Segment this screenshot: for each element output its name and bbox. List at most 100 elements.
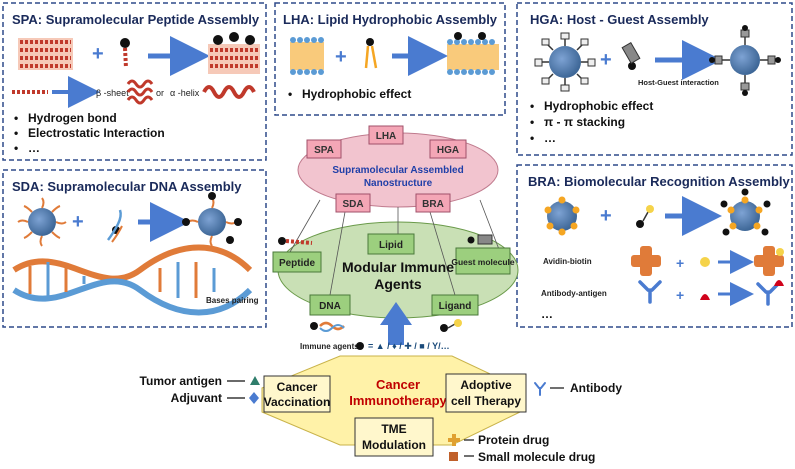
peptide-chain-icon xyxy=(278,237,313,245)
dna-nanoparticle-icon xyxy=(17,197,67,247)
protein-drug-icon xyxy=(448,434,460,446)
alpha-helix-label: α -helix xyxy=(170,88,200,98)
module-ligand-label: Ligand xyxy=(439,301,472,312)
recognition-assembly-icon xyxy=(720,188,771,236)
guest-molecule-icon xyxy=(621,42,641,70)
or-label: or xyxy=(156,88,164,98)
hga-bullet-text: π - π stacking xyxy=(544,115,625,129)
module-dna-label: DNA xyxy=(319,301,341,312)
tag-bra xyxy=(415,193,451,213)
center-diagram: LHA SPA HGA Supramolecular Assembled Nan… xyxy=(272,125,519,351)
avidin-biotin-label: Avidin-biotin xyxy=(543,257,592,266)
immune-agents-eq: = ▲ / ♦ / ✚ / ■ / Y/… xyxy=(368,341,450,351)
hga-title: HGA: Host - Guest Assembly xyxy=(530,12,709,27)
module-guest-molecule-label: Guest molecule xyxy=(451,257,515,267)
spa-bullet-text: Electrostatic Interaction xyxy=(28,126,165,140)
up-arrow-icon xyxy=(380,302,412,345)
small-molecule-drug-icon xyxy=(449,452,458,461)
modular-agents-line1: Modular Immune xyxy=(342,259,454,275)
modular-agents-line2: Agents xyxy=(374,276,422,292)
plus-icon: + xyxy=(72,211,84,233)
center-label-line2: Immunotherapy xyxy=(349,393,447,408)
tag-hga-label: HGA xyxy=(437,145,459,156)
small-molecule-drug-label: Small molecule drug xyxy=(478,450,595,464)
tag-hga xyxy=(429,139,467,159)
hga-bullet: • xyxy=(530,99,534,113)
spa-bullet: • xyxy=(14,111,18,125)
antibody-antigen-label: Antibody-antigen xyxy=(541,289,607,298)
alpha-helix-icon xyxy=(202,85,256,99)
avidin-biotin-complex-icon xyxy=(754,246,784,276)
bases-pairing-label: Bases pairing xyxy=(206,296,259,305)
spa-bullet: • xyxy=(14,141,18,155)
plus-icon: + xyxy=(676,287,684,303)
adoptive-therapy-box xyxy=(445,373,527,413)
module-lipid-label: Lipid xyxy=(379,240,403,251)
sda-title: SDA: Supramolecular DNA Assembly xyxy=(12,179,242,194)
adjuvant-icon xyxy=(249,392,259,404)
tag-bra-label: BRA xyxy=(422,199,444,210)
bra-title: BRA: Biomolecular Recognition Assembly xyxy=(528,174,790,189)
host-nanoparticle-icon xyxy=(534,32,596,92)
antibody-antigen-complex-icon xyxy=(756,280,784,306)
cancer-vaccination-box xyxy=(263,375,331,413)
lipid-bilayer-icon xyxy=(290,37,324,75)
module-peptide-label: Peptide xyxy=(279,258,316,269)
host-guest-interaction-label: Host-Guest interaction xyxy=(638,78,719,87)
lha-bullet: • xyxy=(288,87,292,101)
center-label-line1: Cancer xyxy=(376,377,420,392)
sda-panel: SDA: Supramolecular DNA Assembly + xyxy=(2,169,267,328)
avidin-icon xyxy=(631,246,661,276)
peptide-block-icon xyxy=(18,38,73,70)
agent-dot-icon xyxy=(356,342,364,350)
tumor-antigen-label: Tumor antigen xyxy=(140,374,222,388)
antibody-icon xyxy=(638,280,662,304)
dna-double-helix-icon xyxy=(12,244,253,316)
lha-bullet-text: Hydrophobic effect xyxy=(302,87,411,101)
plus-icon: + xyxy=(600,205,612,227)
recognition-nanoparticle-icon xyxy=(544,196,580,236)
module-dna xyxy=(309,294,351,316)
beta-sheet-label: β -sheet xyxy=(96,88,129,98)
biotin-icon xyxy=(700,257,710,267)
guest-molecule-icon xyxy=(467,234,493,245)
adoptive-line2: cell Therapy xyxy=(451,394,521,408)
antigen-icon xyxy=(700,294,710,300)
adoptive-line1: Adoptive xyxy=(460,378,512,392)
nanostructure-label-line2: Nanostructure xyxy=(364,178,433,189)
module-ligand xyxy=(431,294,479,316)
protein-drug-label: Protein drug xyxy=(478,433,549,447)
dna-strand-icon xyxy=(106,209,123,243)
spa-panel: SPA: Supramolecular Peptide Assembly + xyxy=(2,2,267,161)
module-guest-molecule xyxy=(455,247,511,275)
plus-icon: + xyxy=(335,46,347,68)
tag-sda xyxy=(335,193,371,213)
hga-bullet: • xyxy=(530,115,534,129)
spa-bullet: • xyxy=(14,126,18,140)
tme-modulation-box xyxy=(354,417,434,457)
antibody-icon xyxy=(534,382,546,396)
tag-spa xyxy=(306,139,342,159)
tme-line1: TME xyxy=(381,422,406,436)
plus-icon: + xyxy=(92,43,104,65)
dna-assembly-icon xyxy=(182,192,242,247)
tag-sda-label: SDA xyxy=(342,199,363,210)
lha-panel: LHA: Lipid Hydrophobic Assembly + • Hydr… xyxy=(274,2,506,116)
ligand-agent-icon xyxy=(440,319,462,332)
module-lipid xyxy=(367,233,415,255)
plus-icon: + xyxy=(600,49,612,71)
lha-title: LHA: Lipid Hydrophobic Assembly xyxy=(283,12,498,27)
peptide-molecule-icon xyxy=(120,38,130,69)
hga-panel: HGA: Host - Guest Assembly + Host-Guest … xyxy=(516,2,793,156)
tag-spa-label: SPA xyxy=(314,145,334,156)
host-guest-assembly-icon xyxy=(709,25,781,96)
cancer-vaccination-line1: Cancer xyxy=(277,380,318,394)
immunotherapy-section: Cancer Vaccination Cancer Immunotherapy … xyxy=(140,355,622,464)
tag-lha-label: LHA xyxy=(376,131,397,142)
hga-bullet-text: Hydrophobic effect xyxy=(544,99,653,113)
plus-icon: + xyxy=(676,255,684,271)
tag-lha xyxy=(368,125,404,145)
immune-agents-label: Immune agents xyxy=(300,342,359,351)
dna-agent-icon xyxy=(310,321,345,332)
